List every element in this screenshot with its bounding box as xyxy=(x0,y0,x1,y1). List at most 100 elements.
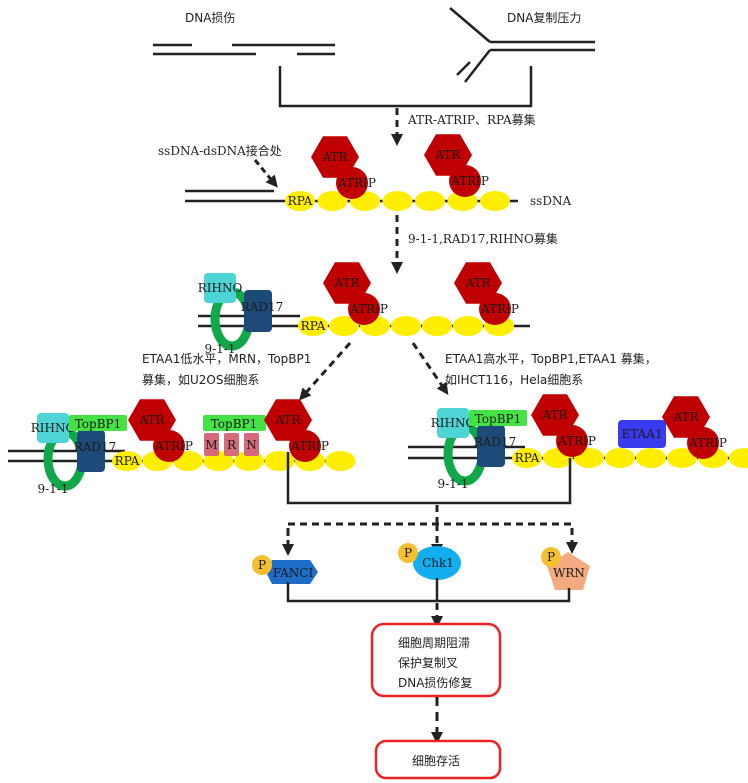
survival-box xyxy=(374,739,502,780)
atr-label: ATR xyxy=(274,413,301,427)
step2-label: 9-1-1,RAD17,RIHNO募集 xyxy=(408,231,558,246)
rihno-label: RIHNO xyxy=(431,416,476,430)
rad17-box xyxy=(477,425,505,467)
stage2-atr-complexes: ATR ATRIP ATR ATRIP xyxy=(323,262,519,325)
rad17-label: RAD17 xyxy=(74,440,117,454)
replication-stress-label: DNA复制压力 xyxy=(507,11,581,25)
topbp1-label: TopBP1 xyxy=(475,412,522,426)
rpa-protein xyxy=(264,451,295,471)
rpa-protein xyxy=(512,448,542,468)
survival-label: 细胞存活 xyxy=(412,754,460,768)
rad17-box xyxy=(77,430,105,472)
ring-911-label: 9-1-1 xyxy=(437,477,468,491)
atrip-circle xyxy=(289,430,321,462)
stage2-clamp-loader: RIHNO RAD17 9-1-1 xyxy=(198,273,284,356)
phospho-label: P xyxy=(258,558,266,572)
atrip-label: ATRIP xyxy=(688,436,727,450)
atrip-circle xyxy=(336,167,368,199)
atr-hexagon xyxy=(531,394,579,436)
mrn-label: N xyxy=(246,438,257,452)
rpa-label: RPA xyxy=(115,454,140,468)
trigger-connector xyxy=(278,66,533,108)
atr-hexagon xyxy=(128,399,176,441)
arrow-branch-right xyxy=(411,342,449,395)
rpa-protein xyxy=(325,451,356,471)
atr-label: ATR xyxy=(333,276,360,290)
atrip-circle xyxy=(687,427,719,459)
atr-label: ATR xyxy=(138,413,165,427)
atrip-label: ATRIP xyxy=(450,174,489,188)
stage2-rpa-chain: RPA xyxy=(298,316,514,336)
rpa-protein xyxy=(415,191,445,211)
mrn-subunit xyxy=(204,433,219,456)
right-condition-line2: 如IHCT116，Hela细胞系 xyxy=(445,372,583,387)
phospho-fanci xyxy=(252,555,272,575)
left-condition-line1: ETAA1低水平，MRN，TopBP1 xyxy=(142,352,311,366)
atrip-label: ATRIP xyxy=(480,302,519,316)
topbp1-box xyxy=(469,410,527,426)
rpa-protein xyxy=(605,448,635,468)
atr-label: ATR xyxy=(434,148,461,162)
rihno-box xyxy=(437,408,469,438)
atr-label: ATR xyxy=(672,410,699,424)
dna-damage-label: DNA损伤 xyxy=(185,11,235,25)
atrip-circle xyxy=(449,165,481,197)
fanci-shape xyxy=(266,560,318,584)
rihno-box xyxy=(37,413,69,443)
rpa-protein xyxy=(329,316,359,336)
rihno-label: RIHNO xyxy=(31,421,76,435)
atr-hexagon xyxy=(311,136,359,178)
stage1-atr-complexes: ATR ATRIP ATR ATRIP xyxy=(311,134,489,199)
rad17-box xyxy=(244,290,272,332)
right-condition-line1: ETAA1高水平，TopBP1,ETAA1 募集， xyxy=(445,351,657,366)
topbp1-box xyxy=(69,415,127,431)
atrip-label: ATRIP xyxy=(349,302,388,316)
junction-arrow xyxy=(253,159,278,188)
rpa-protein xyxy=(391,316,421,336)
rpa-protein xyxy=(422,316,452,336)
rpa-protein xyxy=(453,316,483,336)
ssdna-label: ssDNA xyxy=(530,194,571,208)
atr-hexagon xyxy=(264,399,312,441)
rpa-protein xyxy=(317,191,348,211)
rpa-protein xyxy=(480,191,510,211)
atrip-circle xyxy=(556,425,588,457)
rihno-box xyxy=(204,273,236,303)
phospho-label: P xyxy=(547,550,555,564)
atrip-circle xyxy=(348,293,380,325)
atr-hexagon xyxy=(454,262,502,304)
atr-label: ATR xyxy=(321,150,348,164)
phospho-chk1 xyxy=(398,543,418,563)
atr-hexagon xyxy=(424,134,472,176)
atr-label: ATR xyxy=(541,408,568,422)
rad17-label: RAD17 xyxy=(474,435,517,449)
fanci-label: FANCI xyxy=(273,566,314,580)
atrip-label: ATRIP xyxy=(154,439,193,453)
rihno-label: RIHNO xyxy=(198,281,243,295)
rpa-label: RPA xyxy=(301,319,326,333)
etaa1-label: ETAA1 xyxy=(621,427,662,441)
rad17-label: RAD17 xyxy=(241,300,284,314)
wrn-label: WRN xyxy=(553,566,585,580)
atrip-label: ATRIP xyxy=(337,176,376,190)
response-line-fork: 保护复制叉 xyxy=(398,656,458,670)
response-line-repair: DNA损伤修复 xyxy=(398,675,472,690)
rpa-protein xyxy=(667,448,697,468)
atr-hexagon xyxy=(323,262,371,304)
replication-fork-icon xyxy=(449,7,595,83)
topbp1-label: TopBP1 xyxy=(75,417,122,431)
rpa-protein xyxy=(382,191,413,211)
ring-911-label: 9-1-1 xyxy=(37,482,68,496)
rpa-label: RPA xyxy=(515,451,540,465)
atr-label: ATR xyxy=(464,276,491,290)
phospho-label: P xyxy=(404,546,412,560)
topbp1-b-label: TopBP1 xyxy=(211,417,258,431)
step1-label: ATR-ATRIP、RPA募集 xyxy=(407,112,536,127)
rpa-protein xyxy=(298,316,328,336)
ring-911-label: 9-1-1 xyxy=(204,342,235,356)
mrn-label: M xyxy=(205,438,217,452)
